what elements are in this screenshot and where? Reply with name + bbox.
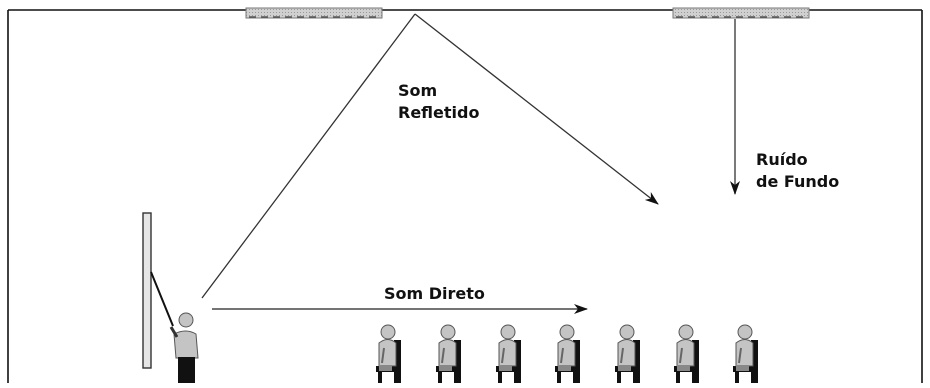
background-noise-label: Ruído de Fundo [756,149,839,193]
ceiling-panel-icon [245,7,383,19]
reflected-sound-incident-ray [201,13,416,299]
listener-person-icon [555,324,580,383]
listener-person-icon [376,324,401,383]
background-noise-label-line1: Ruído [756,150,808,169]
listener-person-icon [733,324,758,383]
direct-sound-label: Som Direto [384,284,485,303]
background-noise-label-line2: de Fundo [756,172,840,191]
reflected-sound-label: Som Refletido [398,80,479,124]
ceiling-panel-icon [672,7,810,19]
speaker-person-icon [150,271,199,383]
reflected-sound-label-line1: Som [398,81,438,100]
listener-person-icon [496,324,521,383]
audience [376,324,758,383]
listener-person-icon [436,324,461,383]
reflected-sound-arrow [414,13,659,205]
whiteboard-icon [142,212,152,369]
reflected-sound-label-line2: Refletido [398,103,480,122]
listener-person-icon [615,324,640,383]
listener-person-icon [674,324,699,383]
